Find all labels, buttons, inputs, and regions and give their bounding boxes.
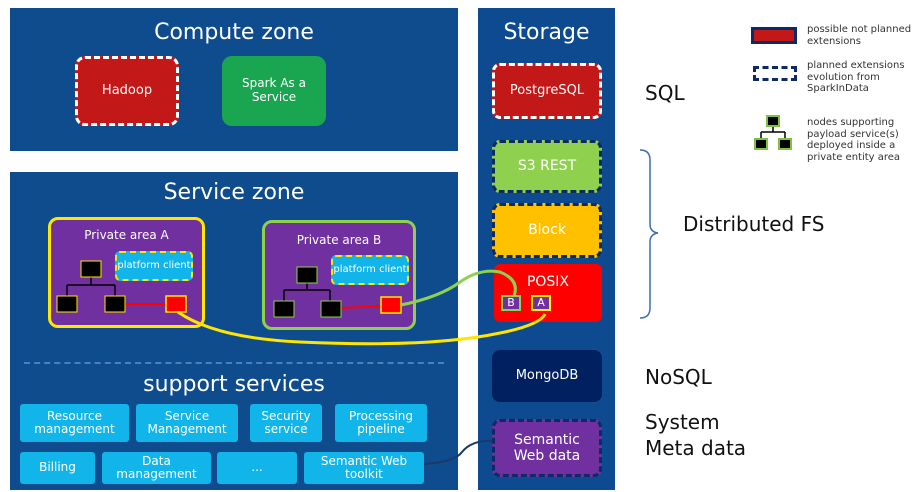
s3-rest-box: S3 REST [492, 140, 602, 193]
billing-label: Billing [39, 460, 76, 475]
platform-client-a: platform client [115, 251, 193, 281]
security-service-box: Security service [250, 404, 322, 442]
platform-client-b: platform client [331, 255, 409, 285]
block-box: Block [492, 203, 602, 258]
semantic-web-data-box: Semantic Web data [492, 419, 602, 477]
meta-data-label: Meta data [645, 436, 747, 460]
posix-port-b-label: B [507, 295, 515, 309]
private-area-a-title: Private area A [84, 228, 169, 242]
platform-client-b-label: platform client [333, 264, 407, 276]
platform-client-a-label: platform client [117, 260, 191, 272]
dashed-box-icon [753, 66, 797, 81]
legend-text-not-planned: possible not planned extensions [807, 24, 912, 47]
hadoop-box: Hadoop [75, 56, 179, 126]
compute-zone: Compute zone Hadoop Spark As a Service [10, 8, 458, 151]
private-area-b-title: Private area B [296, 233, 382, 247]
distributed-fs-label: Distributed FS [683, 212, 825, 236]
mongodb-label: MongoDB [515, 367, 579, 383]
hadoop-label: Hadoop [101, 82, 153, 98]
postgresql-label: PostgreSQL [509, 82, 585, 98]
posix-port-b: B [501, 295, 521, 311]
ellipsis-box: ... [217, 452, 297, 484]
posix-port-a-label: A [537, 295, 545, 309]
spark-label: Spark As a Service [242, 76, 306, 104]
zone-separator [24, 362, 444, 364]
legend: possible not planned extensions planned … [748, 22, 919, 172]
s3-rest-label: S3 REST [517, 158, 577, 175]
private-area-b: Private area B platform client [262, 220, 416, 330]
support-services-title: support services [143, 372, 325, 397]
service-zone: Service zone Private area A platform cli… [10, 172, 458, 490]
posix-port-a: A [531, 295, 551, 311]
compute-zone-title: Compute zone [154, 20, 314, 45]
postgresql-box: PostgreSQL [492, 63, 602, 119]
security-service-label: Security service [261, 408, 311, 436]
private-area-a: Private area A platform client [48, 217, 205, 328]
resource-management-label: Resource management [34, 408, 115, 436]
node-tree-icon [754, 115, 792, 150]
mongodb-box: MongoDB [492, 350, 602, 402]
legend-text-nodes: nodes supporting payload service(s) depl… [807, 117, 901, 163]
system-label: System [645, 410, 720, 434]
resource-management-box: Resource management [20, 404, 129, 442]
data-management-label: Data management [116, 453, 197, 481]
block-label: Block [528, 222, 566, 239]
processing-pipeline-label: Processing pipeline [348, 408, 414, 436]
posix-box: POSIX B A [494, 264, 602, 322]
service-zone-title: Service zone [163, 180, 305, 205]
sql-label: SQL [645, 81, 685, 105]
posix-label: POSIX [526, 274, 570, 290]
data-management-box: Data management [102, 452, 211, 484]
distributed-fs-bracket [639, 149, 659, 319]
ellipsis-label: ... [251, 460, 263, 475]
service-management-box: Service Management [136, 404, 238, 442]
storage-zone: Storage PostgreSQL S3 REST Block POSIX B… [478, 8, 615, 490]
processing-pipeline-box: Processing pipeline [335, 404, 427, 442]
storage-title: Storage [503, 20, 590, 45]
legend-text-planned: planned extensions evolution from SparkI… [807, 60, 905, 94]
red-dashed-box-icon [751, 27, 797, 44]
billing-box: Billing [20, 452, 95, 484]
nosql-label: NoSQL [645, 365, 712, 389]
spark-box: Spark As a Service [222, 56, 326, 126]
semantic-web-data-label: Semantic Web data [513, 431, 581, 464]
semantic-web-toolkit-label: Semantic Web toolkit [320, 453, 408, 481]
semantic-web-toolkit-box: Semantic Web toolkit [304, 452, 424, 484]
service-management-label: Service Management [147, 408, 227, 436]
